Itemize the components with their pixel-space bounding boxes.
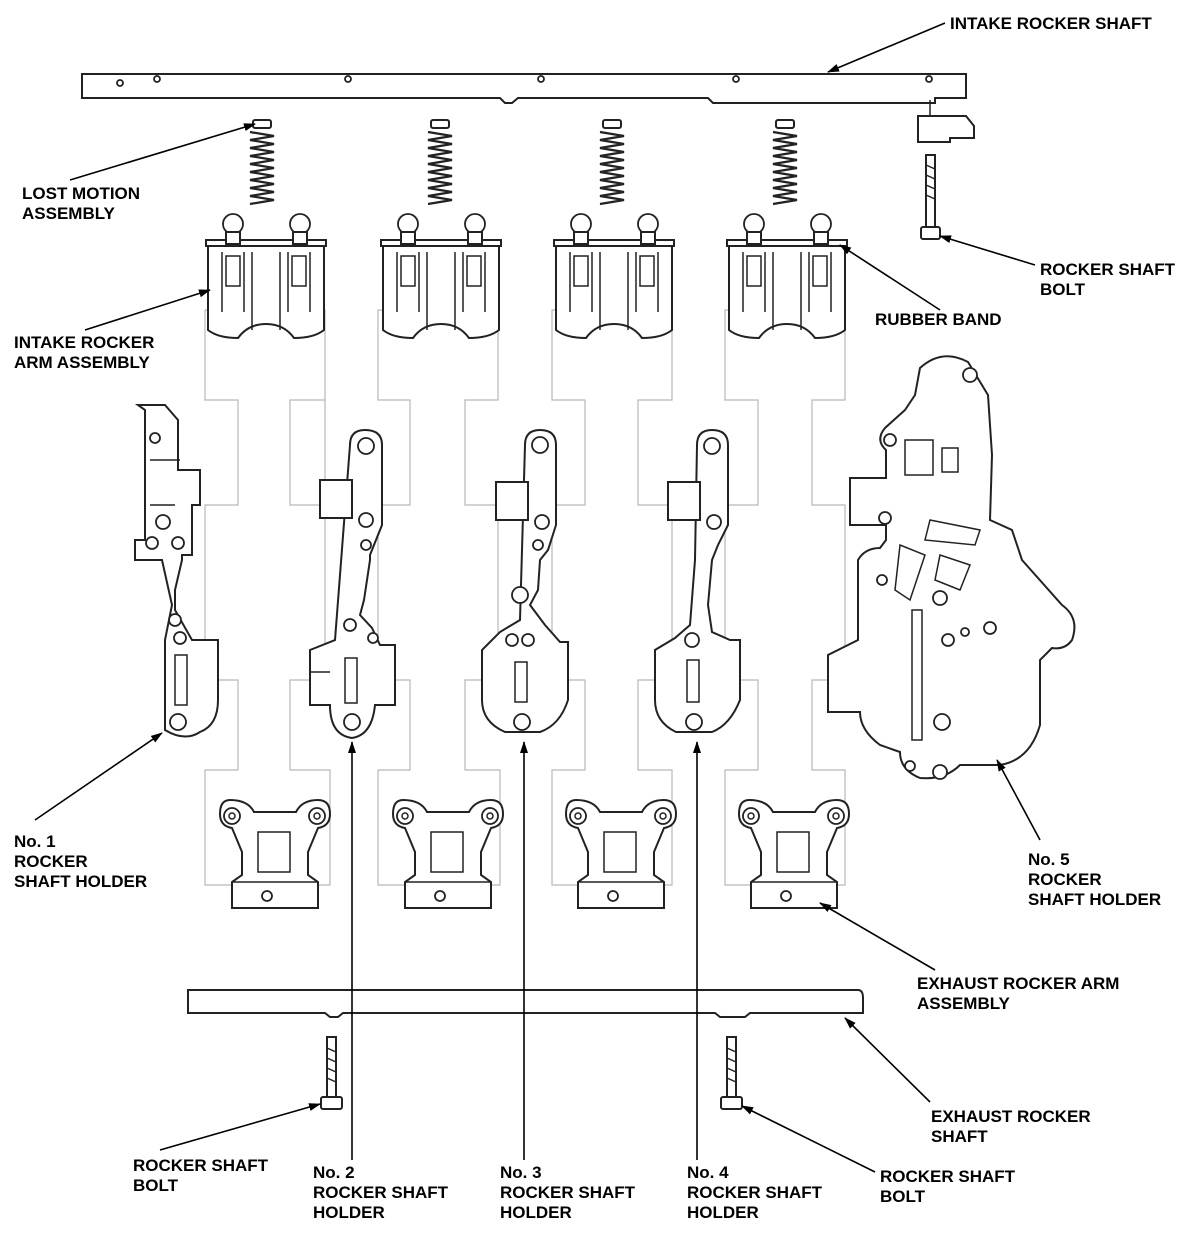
label-intake-rocker-shaft: INTAKE ROCKER SHAFT: [950, 14, 1152, 34]
leader-exhaust-rocker-shaft: [844, 1017, 931, 1103]
lost-motion-springs: [249, 119, 798, 206]
no1-rocker-shaft-holder-part: [134, 404, 219, 738]
label-line: SHAFT HOLDER: [1028, 890, 1162, 909]
label-line: BOLT: [133, 1176, 179, 1195]
no4-rocker-shaft-holder-part: [654, 428, 741, 733]
exhaust-rocker-shaft: [187, 989, 864, 1018]
exhaust-rocker-arm-4: [737, 798, 851, 909]
label-line: No. 5: [1028, 850, 1070, 869]
label-line: ARM ASSEMBLY: [14, 353, 150, 372]
intake-rocker-arm-4: [726, 213, 848, 340]
lost-motion-spring-3: [599, 119, 625, 206]
no3-rocker-shaft-holder-part: [481, 428, 569, 733]
label-line: ROCKER SHAFT: [687, 1183, 823, 1202]
label-line: ROCKER SHAFT: [313, 1183, 449, 1202]
label-line: SHAFT: [931, 1127, 988, 1146]
label-line: HOLDER: [313, 1203, 385, 1222]
intake-rocker-arm-2: [380, 213, 502, 340]
exhaust-rocker-arm-1: [218, 798, 332, 909]
leader-rocker-shaft-bolt-bottom-right: [741, 1105, 876, 1173]
label-line: ROCKER SHAFT: [1040, 260, 1176, 279]
label-line: SHAFT HOLDER: [14, 872, 148, 891]
leader-no5-holder: [996, 759, 1041, 841]
leader-rubber-band: [839, 244, 941, 311]
lost-motion-spring-4: [772, 119, 798, 206]
label-line: ROCKER: [1028, 870, 1102, 889]
leader-intake-rocker-arm: [84, 289, 211, 331]
label-line: ROCKER SHAFT: [500, 1183, 636, 1202]
intake-rocker-arm-assemblies: [205, 213, 848, 340]
label-line: RUBBER BAND: [875, 310, 1002, 329]
label-line: HOLDER: [687, 1203, 759, 1222]
intake-rocker-shaft: [81, 73, 967, 104]
label-line: EXHAUST ROCKER: [931, 1107, 1091, 1126]
label-line: INTAKE ROCKER SHAFT: [950, 14, 1152, 33]
top-rocker-shaft-bolt: [917, 100, 975, 240]
intake-rocker-arm-3: [553, 213, 675, 340]
label-line: BOLT: [1040, 280, 1086, 299]
lost-motion-spring-1: [249, 119, 275, 206]
label-rubber-band: RUBBER BAND: [875, 310, 1002, 330]
no2-rocker-shaft-holder-part: [309, 428, 396, 740]
label-line: No. 2: [313, 1163, 355, 1182]
label-line: No. 3: [500, 1163, 542, 1182]
label-line: INTAKE ROCKER: [14, 333, 155, 352]
label-line: ASSEMBLY: [22, 204, 115, 223]
label-line: EXHAUST ROCKER ARM: [917, 974, 1120, 993]
label-line: ROCKER SHAFT: [133, 1156, 269, 1175]
label-line: ROCKER SHAFT: [880, 1167, 1016, 1186]
leader-exhaust-rocker-arm: [819, 902, 936, 971]
leader-rocker-shaft-bolt-bottom-left: [159, 1103, 321, 1151]
label-line: No. 4: [687, 1163, 729, 1182]
intake-rocker-arm-1: [205, 213, 327, 340]
label-line: No. 1: [14, 832, 56, 851]
label-line: ROCKER: [14, 852, 88, 871]
exhaust-rocker-arm-3: [564, 798, 678, 909]
bottom-left-bolt: [320, 1036, 343, 1110]
bottom-rocker-shaft-bolts: [320, 1036, 743, 1110]
leader-no1-holder: [34, 732, 163, 821]
label-line: HOLDER: [500, 1203, 572, 1222]
label-line: ASSEMBLY: [917, 994, 1010, 1013]
exhaust-rocker-arm-assemblies: [218, 798, 851, 909]
ghost-outlines: [204, 309, 846, 886]
label-line: BOLT: [880, 1187, 926, 1206]
exhaust-rocker-arm-2: [391, 798, 505, 909]
label-line: LOST MOTION: [22, 184, 141, 203]
leader-lines: [34, 22, 1041, 1173]
lost-motion-spring-2: [427, 119, 453, 206]
no5-rocker-shaft-holder-part: [827, 355, 1076, 780]
leader-intake-rocker-shaft: [827, 22, 946, 73]
leader-lost-motion: [69, 123, 256, 181]
bottom-right-bolt: [720, 1036, 743, 1110]
leader-rocker-shaft-bolt-top: [939, 235, 1036, 266]
